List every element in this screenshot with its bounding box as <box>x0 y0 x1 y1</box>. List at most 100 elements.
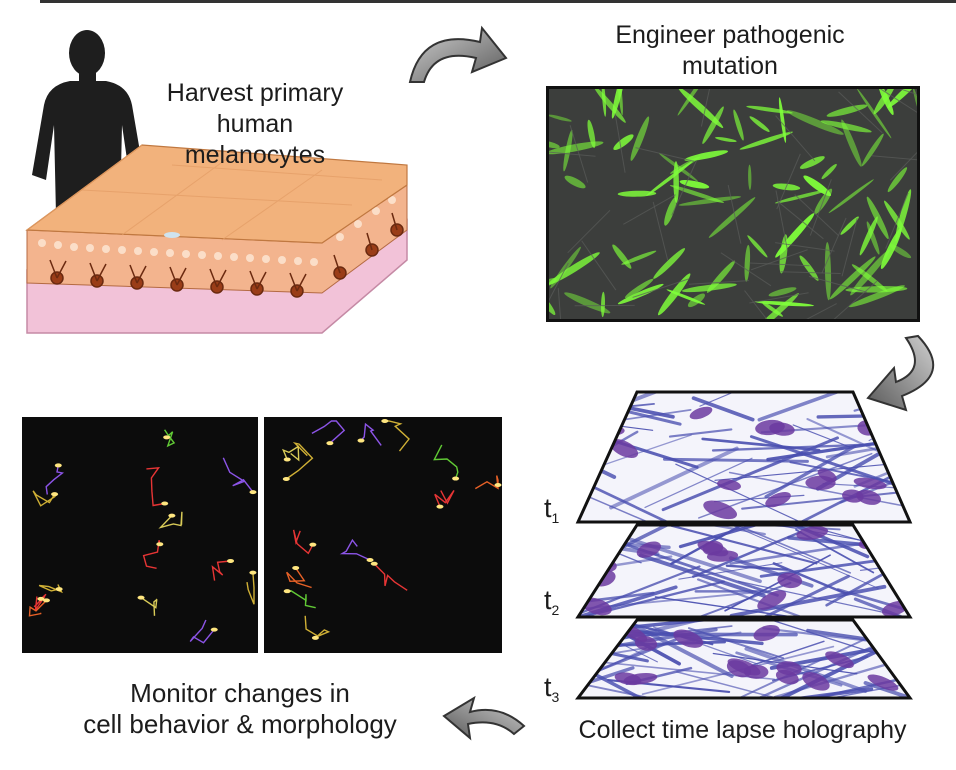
cell-trajectory <box>339 538 371 561</box>
fluorescent-cell <box>820 120 872 133</box>
cell-trajectory <box>158 511 183 529</box>
fluorescent-cell <box>861 133 884 167</box>
cell-trajectory <box>211 560 231 581</box>
cell-trajectory <box>28 599 47 617</box>
cell-trajectory <box>142 540 161 569</box>
monitor-label-line1: Monitor changes in <box>130 678 350 708</box>
fluorescent-cell <box>829 256 876 300</box>
fluorescent-cell <box>768 287 797 297</box>
holography-cell <box>717 479 742 491</box>
fluorescent-cell <box>664 197 677 226</box>
cell-trajectory <box>286 567 312 589</box>
timepoint-t3: t3 <box>544 672 560 705</box>
fluorescent-cell <box>677 86 712 116</box>
fluorescent-cell <box>733 109 744 141</box>
fluorescent-cell <box>612 244 632 269</box>
fluorescent-cell <box>747 235 768 258</box>
fluorescent-cell <box>746 105 793 114</box>
curved-arrow-icon-3 <box>442 695 526 741</box>
timepoint-t1: t1 <box>544 493 560 526</box>
melanocytes <box>49 212 404 298</box>
fluorescent-cell <box>593 86 626 123</box>
cell-trajectory <box>146 466 165 507</box>
fluorescent-cell <box>702 106 724 144</box>
fluorescent-cell <box>751 293 799 322</box>
fluorescent-cell <box>564 292 611 314</box>
fluorescent-cell <box>828 179 874 214</box>
cell-trajectory <box>32 490 56 507</box>
fluorescent-cell <box>799 156 825 169</box>
fluorescent-cell <box>601 291 606 318</box>
holography-cell <box>777 572 803 589</box>
fluorescent-cell <box>873 86 896 115</box>
fluorescence-image <box>546 86 920 322</box>
fluorescent-cell <box>617 190 657 197</box>
holography-cell <box>867 674 899 691</box>
fluorescent-cell <box>613 134 634 151</box>
cell-trajectory <box>292 529 314 555</box>
cell-trajectory <box>285 442 314 480</box>
cell-trajectory <box>474 475 499 490</box>
cell-trajectory <box>304 615 331 639</box>
fluorescent-cell <box>850 249 890 296</box>
holography-cell <box>623 673 658 685</box>
cell-trajectory <box>164 429 176 448</box>
fluorescent-cell <box>653 248 686 279</box>
fluorescent-cell <box>803 175 832 197</box>
fluorescent-cell <box>546 141 604 155</box>
fluorescent-cell <box>841 119 862 167</box>
collect-label: Collect time lapse holography <box>578 716 907 744</box>
holography-cell <box>743 664 769 679</box>
tracking-image-right <box>264 417 502 653</box>
cell-trajectory <box>433 444 459 479</box>
fluorescent-cell <box>646 160 694 197</box>
fluorescent-cell <box>748 164 752 191</box>
fluorescent-cell <box>866 221 880 255</box>
cell-trajectory <box>246 572 255 605</box>
fluorescent-cell <box>887 86 920 108</box>
fluorescent-cell <box>889 244 912 259</box>
tracking-image-left <box>22 417 258 653</box>
fluorescent-cell <box>657 273 691 316</box>
cell-trajectory <box>373 563 408 591</box>
skin-panel <box>25 30 408 334</box>
holography-cell <box>802 672 830 691</box>
fluorescent-cell <box>706 260 736 293</box>
fluorescent-cell <box>658 153 698 182</box>
holography-cell <box>697 540 729 557</box>
fluorescent-cell <box>624 278 654 299</box>
cell-trajectory <box>45 465 65 495</box>
fluorescent-cell <box>684 150 729 161</box>
cell-trajectory <box>282 445 300 462</box>
fluorescent-cell <box>851 264 888 292</box>
holography-stack <box>575 390 913 700</box>
fluorescent-cell <box>547 114 572 122</box>
fluorescent-cell <box>587 119 596 149</box>
curved-arrow-icon-2 <box>866 334 935 412</box>
holography-cell <box>825 651 854 669</box>
cell-trajectory <box>360 422 382 446</box>
harvest-label-line2: human melanocytes <box>184 110 326 169</box>
fluorescent-cell <box>866 196 889 240</box>
holography-cell <box>609 439 639 459</box>
holography-cell <box>765 492 791 508</box>
fluorescent-cell <box>859 216 878 256</box>
fluorescent-cell <box>708 197 756 238</box>
fluorescent-cell <box>601 86 607 117</box>
cell-trajectory <box>434 489 455 507</box>
fluorescent-cell <box>749 116 770 132</box>
holography-cell <box>755 419 785 436</box>
fluorescent-cell <box>744 244 751 282</box>
fluorescent-cell <box>887 167 908 193</box>
fluorescent-cell <box>786 110 844 135</box>
cell-trajectory <box>33 593 47 611</box>
monitor-label: Monitor changes in cell behavior & morph… <box>40 678 440 740</box>
holography-cell <box>636 541 661 558</box>
cell-trajectory <box>140 597 158 616</box>
fluorescent-cell <box>621 250 657 265</box>
fluorescent-cell <box>630 116 650 161</box>
fluorescent-cell <box>821 163 837 180</box>
fluorescent-cell <box>840 216 859 235</box>
holography-cell <box>856 489 881 505</box>
monitor-label-line2: cell behavior & morphology <box>83 709 397 739</box>
